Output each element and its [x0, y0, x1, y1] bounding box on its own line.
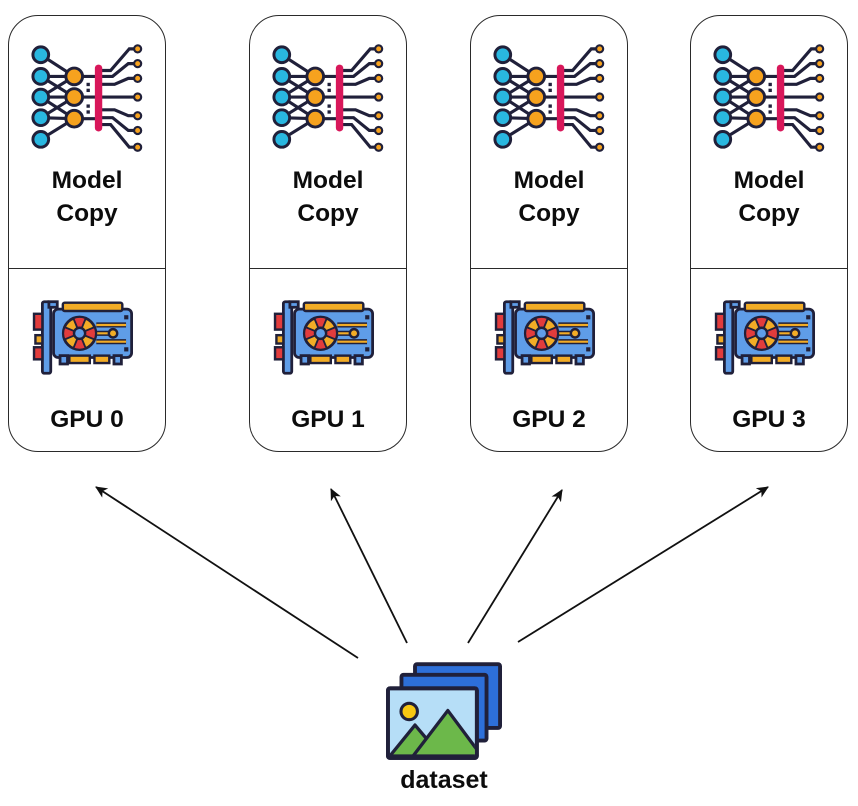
- model-label-line2: Copy: [518, 200, 580, 227]
- model-copy-label: Model Copy: [250, 164, 406, 230]
- gpu-label: GPU 3: [732, 406, 806, 433]
- gpu-label: GPU 1: [291, 406, 365, 433]
- gpu-label: GPU 0: [50, 406, 124, 433]
- box-divider: [691, 268, 847, 269]
- box-divider: [9, 268, 165, 269]
- model-copy-label: Model Copy: [691, 164, 847, 230]
- dataset-label: dataset: [400, 766, 488, 794]
- model-label-line2: Copy: [297, 200, 359, 227]
- model-label-line1: Model: [292, 167, 364, 194]
- arrow-to-gpu-1: [330, 488, 408, 644]
- model-label-line2: Copy: [56, 200, 118, 227]
- gpu-box-2: Model Copy GPU 2: [470, 15, 628, 452]
- model-copy-label: Model Copy: [9, 164, 165, 230]
- model-label-line2: Copy: [738, 200, 800, 227]
- gpu-label: GPU 2: [512, 406, 586, 433]
- arrow-to-gpu-2: [467, 489, 563, 644]
- box-divider: [250, 268, 406, 269]
- photos-stack-icon: [386, 662, 502, 762]
- arrow-to-gpu-3: [517, 486, 769, 643]
- model-label-line1: Model: [733, 167, 805, 194]
- arrow-to-gpu-0: [95, 486, 359, 659]
- model-label-line1: Model: [513, 167, 585, 194]
- model-label-line1: Model: [51, 167, 123, 194]
- gpu-box-3: Model Copy GPU 3: [690, 15, 848, 452]
- gpu-box-1: Model Copy GPU 1: [249, 15, 407, 452]
- box-divider: [471, 268, 627, 269]
- model-copy-label: Model Copy: [471, 164, 627, 230]
- gpu-box-0: Model Copy GPU 0: [8, 15, 166, 452]
